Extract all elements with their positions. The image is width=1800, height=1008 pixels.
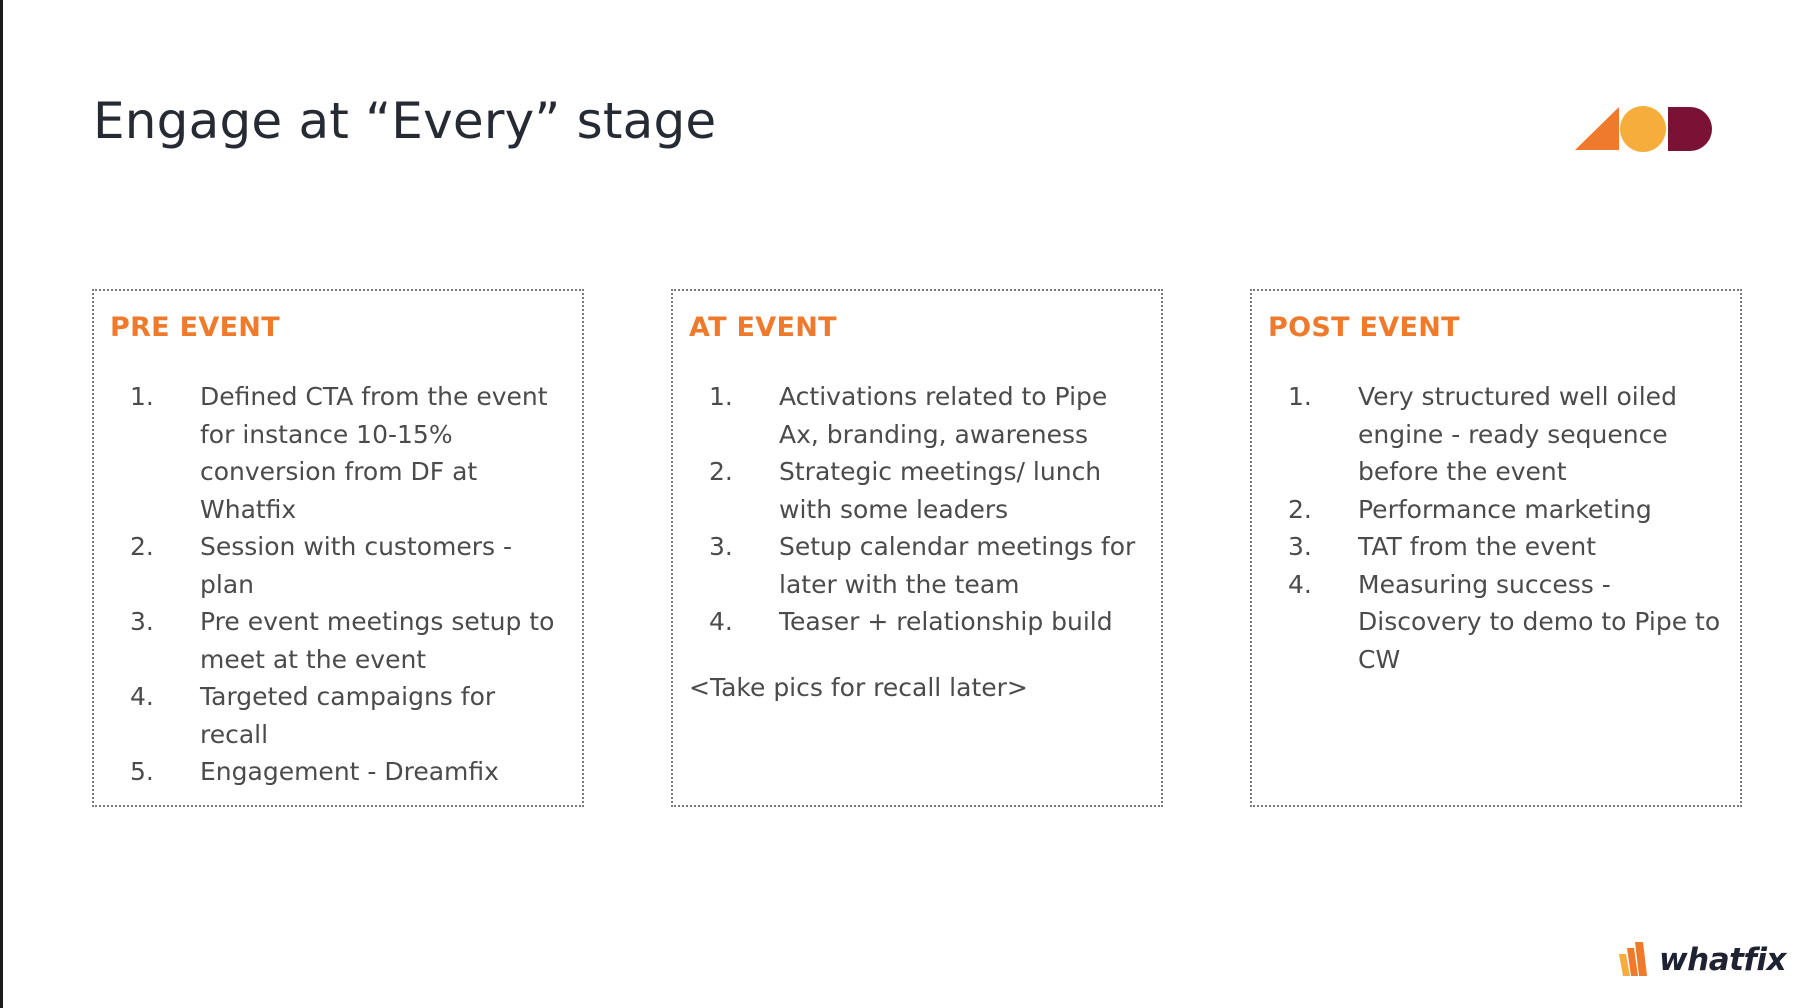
whatfix-w-icon	[1619, 942, 1647, 976]
at-event-card: AT EVENT 1. Activations related to Pipe …	[671, 289, 1163, 807]
list-item: 2. Performance marketing	[1268, 491, 1724, 529]
list-item-number: 3.	[709, 532, 733, 561]
list-item-text: Pre event meetings setup to meet at the …	[200, 607, 555, 674]
at-event-note: <Take pics for recall later>	[689, 672, 1028, 702]
slide-left-edge	[0, 0, 3, 1008]
list-item-number: 2.	[130, 532, 154, 561]
list-item: 1. Very structured well oiled engine - r…	[1268, 378, 1724, 491]
list-item-text: Activations related to Pipe Ax, branding…	[779, 382, 1108, 449]
list-item-number: 4.	[1288, 569, 1312, 599]
post-event-list: 1. Very structured well oiled engine - r…	[1268, 378, 1724, 678]
list-item-text: Engagement - Dreamfix	[200, 757, 499, 786]
list-item-number: 5.	[130, 757, 154, 786]
list-item-number: 1.	[130, 382, 154, 411]
list-item: 1. Activations related to Pipe Ax, brand…	[689, 378, 1145, 453]
list-item-text: Measuring success - Discovery to demo to…	[1358, 569, 1721, 674]
list-item-number: 4.	[130, 682, 154, 711]
list-item-text: Teaser + relationship build	[779, 607, 1113, 636]
list-item: 3. Setup calendar meetings for later wit…	[689, 528, 1145, 603]
list-item-text: Performance marketing	[1358, 494, 1652, 524]
brand-shapes-logo-icon	[1575, 106, 1712, 152]
list-item-text: Targeted campaigns for recall	[200, 682, 496, 749]
list-item-text: Setup calendar meetings for later with t…	[779, 532, 1136, 599]
list-item: 4. Targeted campaigns for recall	[110, 678, 566, 753]
pre-event-list: 1. Defined CTA from the event for instan…	[110, 378, 566, 791]
list-item-number: 3.	[130, 607, 154, 636]
list-item: 2. Strategic meetings/ lunch with some l…	[689, 453, 1145, 528]
list-item-text: Very structured well oiled engine - read…	[1358, 382, 1677, 486]
list-item-number: 2.	[1288, 494, 1312, 524]
list-item-text: Defined CTA from the event for instance …	[200, 382, 548, 524]
whatfix-footer-logo: whatfix	[1617, 940, 1787, 980]
at-event-title: AT EVENT	[689, 312, 837, 343]
orange-triangle-shape	[1575, 107, 1619, 150]
list-item: 4. Teaser + relationship build	[689, 603, 1145, 641]
list-item: 3. TAT from the event	[1268, 528, 1724, 566]
whatfix-logo-text: whatfix	[1659, 942, 1787, 978]
list-item-number: 1.	[709, 382, 733, 411]
list-item: 4. Measuring success - Discovery to demo…	[1268, 566, 1724, 679]
list-item-number: 3.	[1288, 532, 1312, 561]
list-item: 5. Engagement - Dreamfix	[110, 753, 566, 791]
list-item: 3. Pre event meetings setup to meet at t…	[110, 603, 566, 678]
list-item-text: Session with customers - plan	[200, 532, 513, 599]
list-item-text: Strategic meetings/ lunch with some lead…	[779, 457, 1102, 524]
post-event-card: POST EVENT 1. Very structured well oiled…	[1250, 289, 1742, 807]
list-item-number: 1.	[1288, 382, 1312, 411]
slide-title: Engage at “Every” stage	[93, 92, 717, 150]
yellow-circle-shape	[1620, 106, 1666, 152]
post-event-title: POST EVENT	[1268, 312, 1460, 343]
pre-event-title: PRE EVENT	[110, 312, 280, 343]
event-stage-columns: PRE EVENT 1. Defined CTA from the event …	[92, 289, 1742, 807]
list-item: 2. Session with customers - plan	[110, 528, 566, 603]
list-item-number: 4.	[709, 607, 733, 636]
list-item-number: 2.	[709, 457, 733, 486]
list-item: 1. Defined CTA from the event for instan…	[110, 378, 566, 528]
at-event-list: 1. Activations related to Pipe Ax, brand…	[689, 378, 1145, 641]
list-item-text: TAT from the event	[1358, 532, 1597, 561]
pre-event-card: PRE EVENT 1. Defined CTA from the event …	[92, 289, 584, 807]
dark-half-circle-shape	[1668, 107, 1712, 151]
